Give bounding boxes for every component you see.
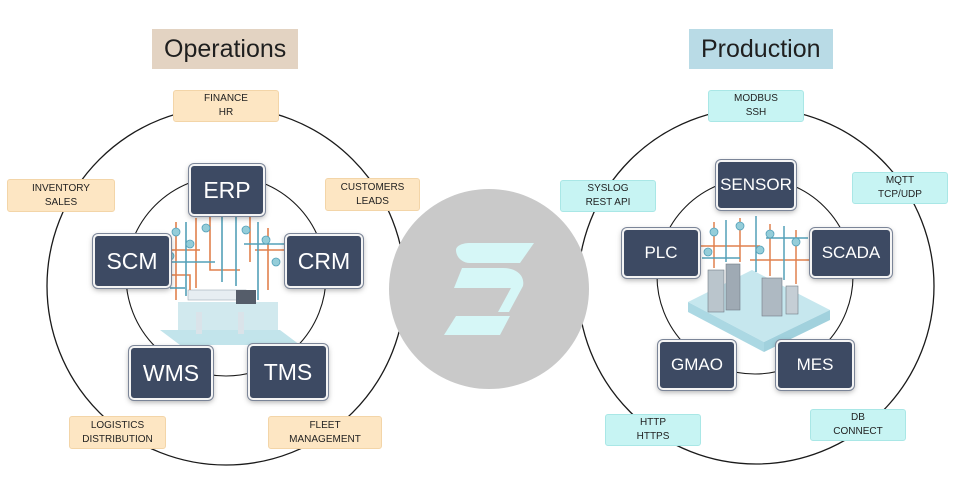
gmao-box: GMAO: [658, 340, 736, 390]
tag-line: FINANCE: [204, 93, 248, 104]
tag-line: SYSLOG: [587, 183, 629, 194]
tag-line: DB: [851, 412, 865, 423]
wms-box: WMS: [129, 346, 213, 400]
syslog-rest-api-tag: SYSLOG REST API: [560, 180, 656, 212]
tag-line: FLEET: [309, 419, 341, 431]
logo-circle: [389, 189, 589, 389]
tag-line: TCP/UDP: [878, 189, 922, 200]
mes-box: MES: [776, 340, 854, 390]
tag-line: MQTT: [885, 175, 915, 186]
operations-illustration: [160, 214, 300, 345]
tag-line: SSH: [745, 107, 767, 118]
plc-box: PLC: [622, 228, 700, 278]
erp-box: ERP: [189, 164, 265, 216]
tag-line: HR: [218, 107, 234, 118]
s-logo-icon: [444, 243, 534, 335]
tag-line: MODBUS: [734, 93, 778, 104]
inventory-sales-tag: INVENTORY SALES: [7, 179, 115, 212]
tag-line: LOGISTICS: [90, 419, 145, 431]
production-title: Production: [689, 29, 833, 69]
crm-box: CRM: [285, 234, 363, 288]
customers-leads-tag: CUSTOMERS LEADS: [325, 178, 420, 211]
tag-line: INVENTORY: [32, 182, 90, 194]
tag-line: HTTP: [639, 417, 667, 428]
tag-line: CONNECT: [833, 426, 883, 437]
tag-line: SALES: [44, 196, 78, 208]
db-connect-tag: DB CONNECT: [810, 409, 906, 441]
operations-title: Operations: [152, 29, 299, 69]
tag-line: CUSTOMERS: [340, 181, 405, 193]
tag-line: LEADS: [356, 195, 389, 207]
modbus-ssh-tag: MODBUS SSH: [708, 90, 804, 122]
finance-hr-tag: FINANCE HR: [173, 90, 279, 122]
http-https-tag: HTTP HTTPS: [605, 414, 701, 446]
tms-box: TMS: [248, 344, 328, 400]
tag-line: DISTRIBUTION: [82, 433, 153, 445]
fleet-management-tag: FLEET MANAGEMENT: [268, 416, 382, 449]
logistics-distribution-tag: LOGISTICS DISTRIBUTION: [69, 416, 166, 449]
scada-box: SCADA: [810, 228, 892, 278]
sensor-box: SENSOR: [716, 160, 796, 210]
scm-box: SCM: [93, 234, 171, 288]
tag-line: REST API: [585, 197, 631, 208]
tag-line: HTTPS: [636, 431, 670, 442]
tag-line: MANAGEMENT: [289, 433, 361, 445]
mqtt-tcp-udp-tag: MQTT TCP/UDP: [852, 172, 948, 204]
